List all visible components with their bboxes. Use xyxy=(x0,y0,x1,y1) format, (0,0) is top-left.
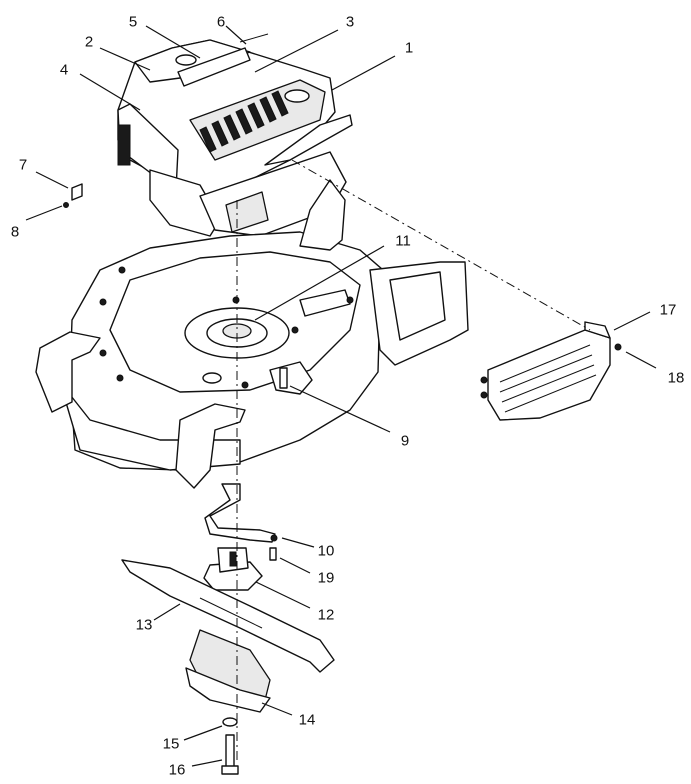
engine-cooling-slots xyxy=(199,90,289,153)
rear-shield-bracket xyxy=(480,321,622,421)
leader-18 xyxy=(625,351,657,369)
blade-bolt-hardware xyxy=(221,547,277,775)
leader-8 xyxy=(25,205,63,221)
callout-15: 15 xyxy=(162,735,180,753)
callout-1: 1 xyxy=(404,39,414,57)
centerline-rear-shield xyxy=(291,159,591,331)
leader-13 xyxy=(153,603,181,621)
blade-baffle xyxy=(185,629,271,713)
callout-6: 6 xyxy=(216,13,226,31)
cutting-blade xyxy=(121,559,335,673)
callout-4: 4 xyxy=(59,61,69,79)
leader-lines xyxy=(25,25,657,767)
callout-17: 17 xyxy=(659,301,677,319)
leader-15 xyxy=(183,725,223,741)
callout-8: 8 xyxy=(10,223,20,241)
leader-17 xyxy=(613,311,651,331)
leader-4 xyxy=(79,73,141,111)
callout-2: 2 xyxy=(84,33,94,51)
callout-12: 12 xyxy=(317,606,335,624)
leader-11 xyxy=(254,245,385,321)
callout-3: 3 xyxy=(345,13,355,31)
leader-12 xyxy=(255,581,311,609)
callout-7: 7 xyxy=(18,156,28,174)
leader-16 xyxy=(191,759,223,767)
leader-19 xyxy=(279,557,311,574)
callout-10: 10 xyxy=(317,542,335,560)
mower-deck xyxy=(35,179,469,489)
leader-1 xyxy=(331,55,396,91)
blade-hub xyxy=(203,547,263,591)
callout-19: 19 xyxy=(317,569,335,587)
leader-9 xyxy=(289,385,391,433)
blade-adapter-bracket xyxy=(204,483,278,543)
callout-5: 5 xyxy=(128,13,138,31)
callout-18: 18 xyxy=(667,369,685,387)
callout-13: 13 xyxy=(135,616,153,634)
engine-assembly xyxy=(117,33,353,237)
callout-9: 9 xyxy=(400,432,410,450)
leader-10 xyxy=(281,537,315,548)
leader-14 xyxy=(261,702,293,716)
leader-3 xyxy=(254,29,339,73)
callout-16: 16 xyxy=(168,761,186,779)
leader-5 xyxy=(145,25,201,59)
callout-11: 11 xyxy=(395,232,411,250)
leader-7 xyxy=(35,171,69,189)
callout-14: 14 xyxy=(298,711,316,729)
leader-2 xyxy=(99,47,151,71)
leader-6 xyxy=(225,25,247,45)
small-hardware xyxy=(63,183,288,389)
